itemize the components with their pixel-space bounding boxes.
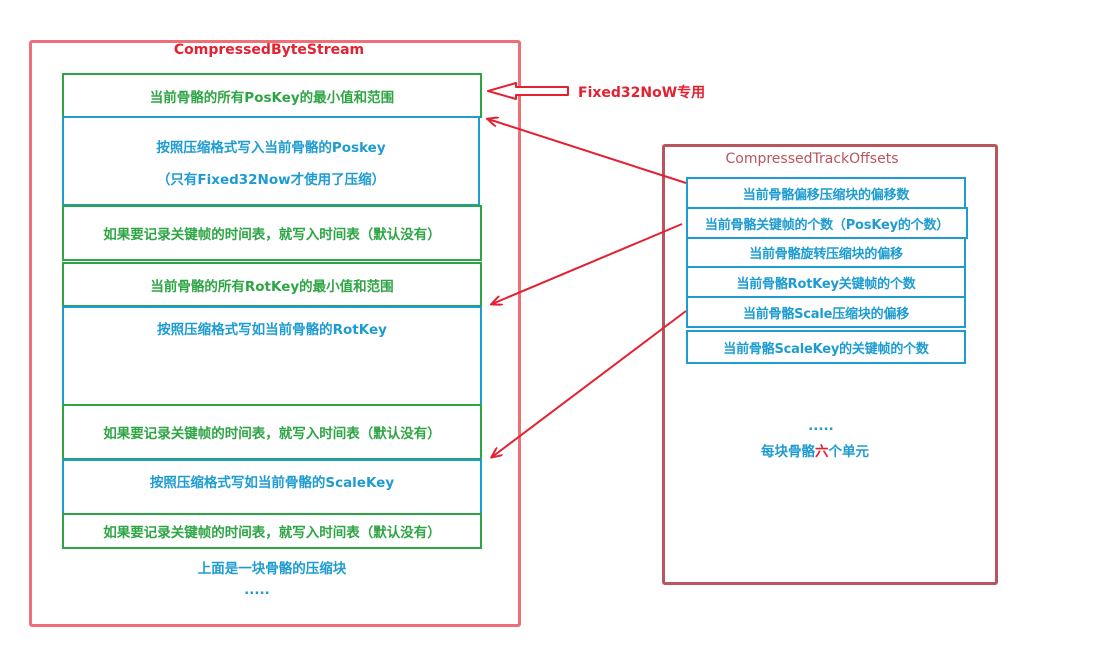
right-caption-pre: 每块骨骼	[761, 444, 815, 460]
segment-text: 如果要记录关键帧的时间表，就写入时间表（默认没有）	[103, 426, 441, 442]
right-ellipsis: .....	[808, 418, 834, 434]
compressed-track-offsets-panel	[662, 144, 998, 585]
pos-timetable-segment: 如果要记录关键帧的时间表，就写入时间表（默认没有）	[62, 205, 482, 261]
arrow-rot-offset	[492, 223, 683, 304]
segment-text: 如果要记录关键帧的时间表，就写入时间表（默认没有）	[103, 525, 441, 541]
offset-cell-scale-offset: 当前骨骼Scale压缩块的偏移	[686, 296, 966, 328]
right-panel-title: CompressedTrackOffsets	[725, 151, 899, 167]
left-panel-title: CompressedByteStream	[173, 42, 365, 58]
left-ellipsis: .....	[244, 582, 270, 598]
arrow-scale-offset	[492, 310, 687, 457]
segment-text: 按照压缩格式写如当前骨骼的ScaleKey	[149, 475, 395, 491]
segment-text: 如果要记录关键帧的时间表，就写入时间表（默认没有）	[103, 227, 441, 243]
segment-text: 按照压缩格式写如当前骨骼的RotKey	[157, 322, 387, 338]
offset-cell-scale-count: 当前骨骼ScaleKey的关键帧的个数	[686, 330, 966, 364]
segment-text: 当前骨骼的所有RotKey的最小值和范围	[150, 278, 394, 295]
right-caption-post: 个单元	[828, 444, 870, 460]
block-arrow	[487, 82, 569, 100]
right-caption-num: 六	[815, 444, 829, 460]
arrow-pos-offset	[488, 119, 687, 184]
segment-text: 当前骨骼的所有PosKey的最小值和范围	[149, 89, 395, 106]
fixed32now-label: Fixed32NoW专用	[578, 85, 706, 101]
segment-text: （只有Fixed32Now才使用了压缩）	[156, 172, 386, 188]
scale-timetable-segment: 如果要记录关键帧的时间表，就写入时间表（默认没有）	[62, 513, 482, 549]
right-caption: 每块骨骼六个单元	[686, 440, 944, 460]
segment-text: 按照压缩格式写入当前骨骼的Poskey	[156, 140, 386, 156]
left-caption: 上面是一块骨骼的压缩块	[197, 561, 347, 577]
compressed-byte-stream-panel	[29, 40, 521, 627]
